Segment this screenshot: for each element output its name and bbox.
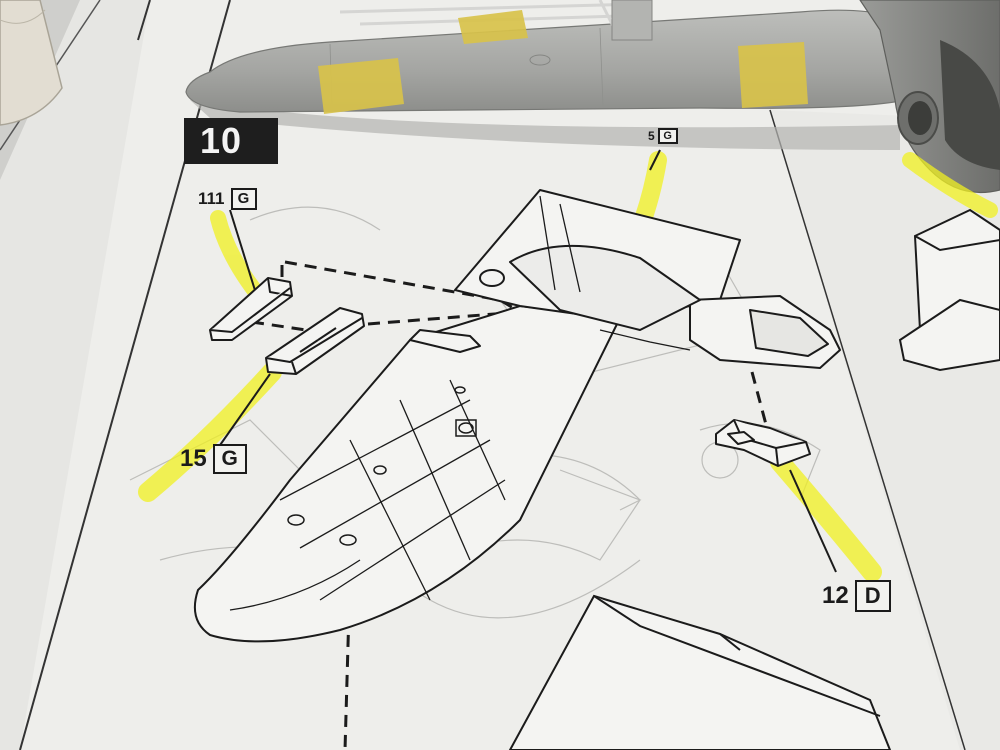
- part-label-5: 5 G: [648, 128, 678, 144]
- page-border-right: [769, 109, 966, 750]
- part-label-15: 15 G: [180, 444, 247, 474]
- masking-tape-3: [738, 42, 808, 108]
- sprue-letter: G: [212, 444, 247, 474]
- sprue-letter: G: [657, 128, 678, 144]
- highlighter-marks: [138, 151, 998, 582]
- part-number: 5: [648, 129, 655, 143]
- model-stand: [0, 0, 63, 126]
- step-number: 10: [200, 120, 243, 161]
- part-number: 111: [198, 189, 225, 208]
- masking-tape-1: [458, 10, 528, 44]
- part-label-111: 111 G: [198, 188, 257, 210]
- wing-details: [287, 386, 477, 546]
- part-15-drawing: [265, 307, 365, 375]
- part-111-drawing: [209, 277, 293, 341]
- part-label-12: 12 D: [822, 580, 891, 612]
- sprue-letter: G: [230, 188, 257, 210]
- part-number: 15: [180, 445, 207, 472]
- leader-lines: [217, 149, 837, 573]
- sprue-letter: D: [854, 580, 891, 612]
- right-edge-drawing: [898, 208, 1000, 372]
- step-number-badge: 10: [184, 118, 278, 164]
- top-dash: [137, 0, 151, 41]
- part-number: 12: [822, 582, 849, 609]
- wing-line-drawing: [194, 189, 841, 643]
- masking-tape-2: [318, 58, 404, 114]
- wing-panel-lines: [229, 195, 691, 611]
- part-12-drawing: [715, 419, 811, 467]
- next-part-outline: [508, 594, 892, 750]
